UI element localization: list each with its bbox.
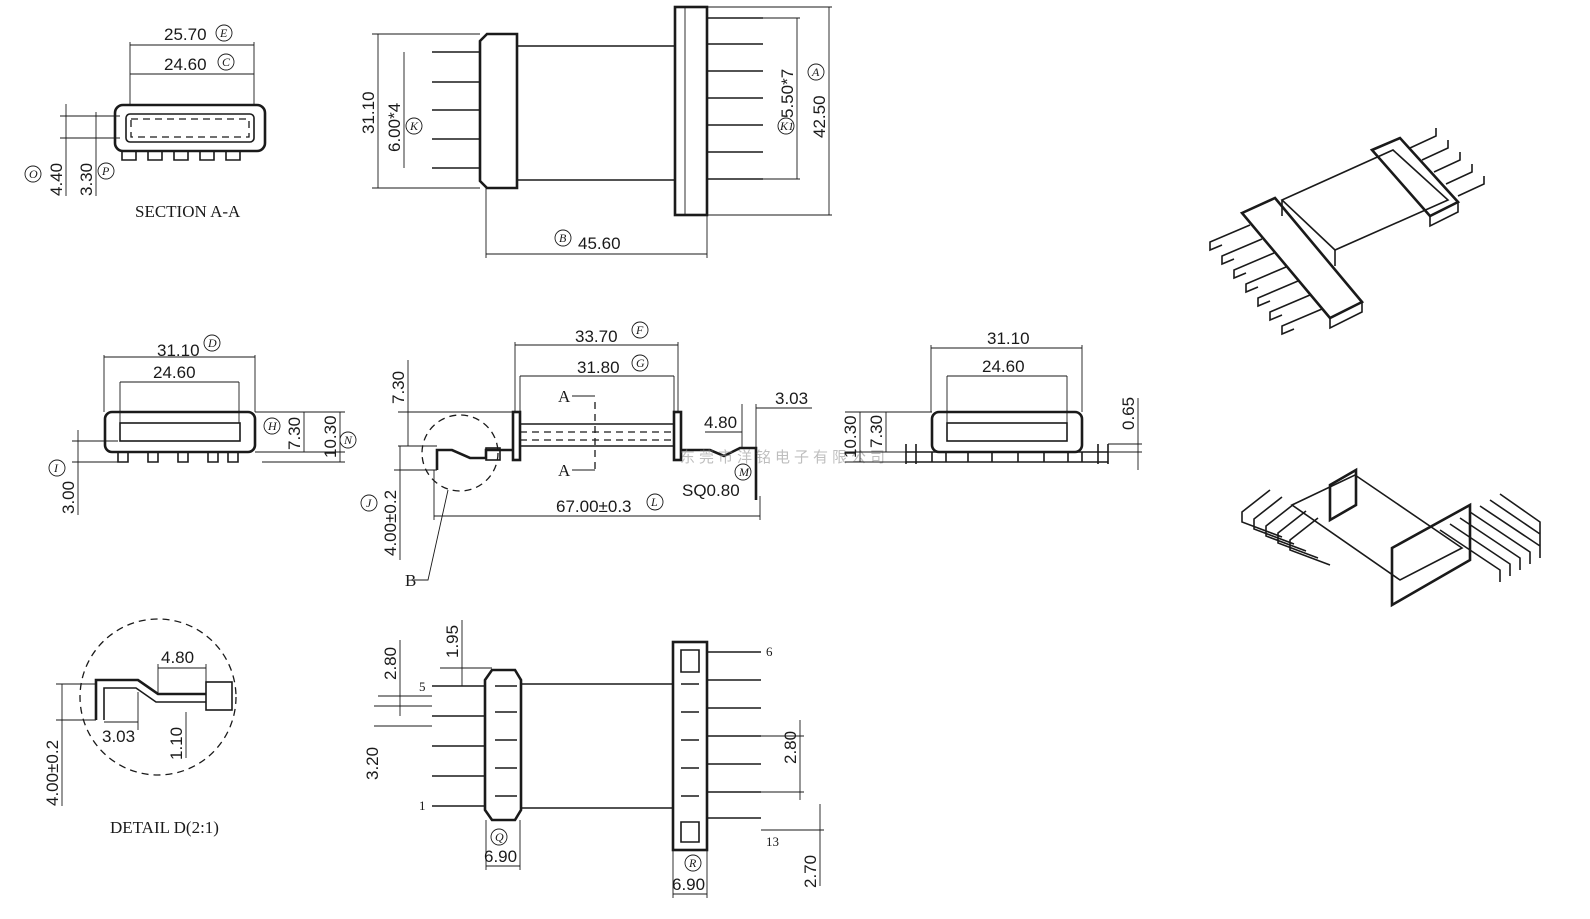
- dim-det-a: 4.80: [161, 648, 194, 667]
- ref-k1: K1: [779, 119, 794, 133]
- dim-fl-width-inner: 24.60: [153, 363, 196, 382]
- dim-det-c: 1.10: [167, 727, 186, 760]
- dim-sa-h2: 3.30: [77, 163, 96, 196]
- dim-top-h-total: 31.10: [359, 91, 378, 134]
- dim-side-pin-h: 4.00±0.2: [381, 490, 400, 556]
- ref-c: C: [222, 55, 231, 69]
- ref-g: G: [636, 356, 645, 370]
- ref-e: E: [219, 26, 228, 40]
- dim-sa-width-inner: 24.60: [164, 55, 207, 74]
- detail-label: DETAIL D(2:1): [110, 818, 219, 837]
- dim-side-sq: SQ0.80: [682, 481, 740, 500]
- dim-fr-width-outer: 31.10: [987, 329, 1030, 348]
- ref-b: B: [559, 231, 567, 245]
- section-mark-top: A: [558, 387, 571, 406]
- bottom-view: 5 1 6 13 1.95 2.80 3.20 2.80 2.70 Q 6.90…: [363, 620, 824, 898]
- ref-p: P: [101, 164, 110, 178]
- ref-i: I: [53, 461, 59, 475]
- dim-fr-gap: 0.65: [1119, 397, 1138, 430]
- dim-side-h: 7.30: [389, 371, 408, 404]
- pin-label-1: 1: [419, 798, 426, 813]
- dim-side-len-outer: 33.70: [575, 327, 618, 346]
- dim-fl-width-outer: 31.10: [157, 341, 200, 360]
- section-label: SECTION A-A: [135, 202, 241, 221]
- ref-d: D: [207, 336, 217, 350]
- ref-o: O: [29, 167, 38, 181]
- ref-l: L: [650, 495, 658, 509]
- isometric-view-bottom: [1241, 467, 1541, 608]
- dim-top-height: 42.50: [810, 95, 829, 138]
- dim-sa-h1: 4.40: [47, 163, 66, 196]
- dim-det-h: 4.00±0.2: [43, 740, 62, 806]
- watermark: 东莞市洋铭电子有限公司: [680, 448, 889, 466]
- ref-n: N: [343, 433, 353, 447]
- ref-k: K: [409, 119, 419, 133]
- front-view-right: 31.10 24.60 10.30 7.30 0.65: [841, 329, 1142, 470]
- dim-fr-width-inner: 24.60: [982, 357, 1025, 376]
- pin-label-6: 6: [766, 644, 773, 659]
- dim-bot-b: 2.80: [381, 647, 400, 680]
- detail-view: 4.80 3.03 1.10 4.00±0.2 DETAIL D(2:1): [43, 618, 237, 837]
- dim-fl-base: 3.00: [59, 481, 78, 514]
- ref-a: A: [811, 65, 820, 79]
- dim-det-b: 3.03: [102, 727, 135, 746]
- section-a-a-view: 25.70 E 24.60 C 4.40 3.30 O P SECTION A-…: [24, 24, 267, 221]
- detail-mark: B: [405, 571, 416, 590]
- ref-h: H: [267, 419, 278, 433]
- dim-top-pitch-left: 6.00*4: [385, 103, 404, 152]
- dim-side-total: 67.00±0.3: [556, 497, 632, 516]
- dim-top-length: 45.60: [578, 234, 621, 253]
- dim-fr-h2: 10.30: [841, 415, 860, 458]
- section-mark-bottom: A: [558, 461, 571, 480]
- dim-fr-h1: 7.30: [867, 415, 886, 448]
- dim-side-len-inner: 31.80: [577, 358, 620, 377]
- dim-fl-h1: 7.30: [285, 417, 304, 450]
- isometric-view-top: [1209, 128, 1485, 336]
- dim-side-pin-off: 4.80: [704, 413, 737, 432]
- dim-fl-h2: 10.30: [321, 415, 340, 458]
- dim-bot-d: 2.80: [781, 731, 800, 764]
- dim-top-pitch-right: 5.50*7: [778, 69, 797, 118]
- ref-q: Q: [495, 830, 504, 844]
- ref-r: R: [688, 856, 697, 870]
- dim-bot-c: 3.20: [363, 747, 382, 780]
- ref-m: M: [738, 465, 750, 479]
- ref-j: J: [366, 496, 372, 510]
- top-view: 31.10 6.00*4 K 5.50*7 K1 42.50 A B 45.60: [359, 5, 832, 258]
- dim-bot-w1: 6.90: [484, 847, 517, 866]
- dim-side-pin-len: 3.03: [775, 389, 808, 408]
- pin-label-5: 5: [419, 679, 426, 694]
- dim-bot-w2: 6.90: [672, 875, 705, 894]
- dim-bot-e: 2.70: [801, 855, 820, 888]
- front-view-left: 31.10 D 24.60 7.30 10.30 H N 3.00 I: [48, 334, 357, 515]
- pin-label-13: 13: [766, 834, 779, 849]
- dim-bot-a: 1.95: [443, 625, 462, 658]
- side-view: A A 33.70 F 31.80 G 7.30 4.80 3.03 67.00…: [360, 321, 889, 590]
- ref-f: F: [635, 323, 644, 337]
- dim-sa-width-outer: 25.70: [164, 25, 207, 44]
